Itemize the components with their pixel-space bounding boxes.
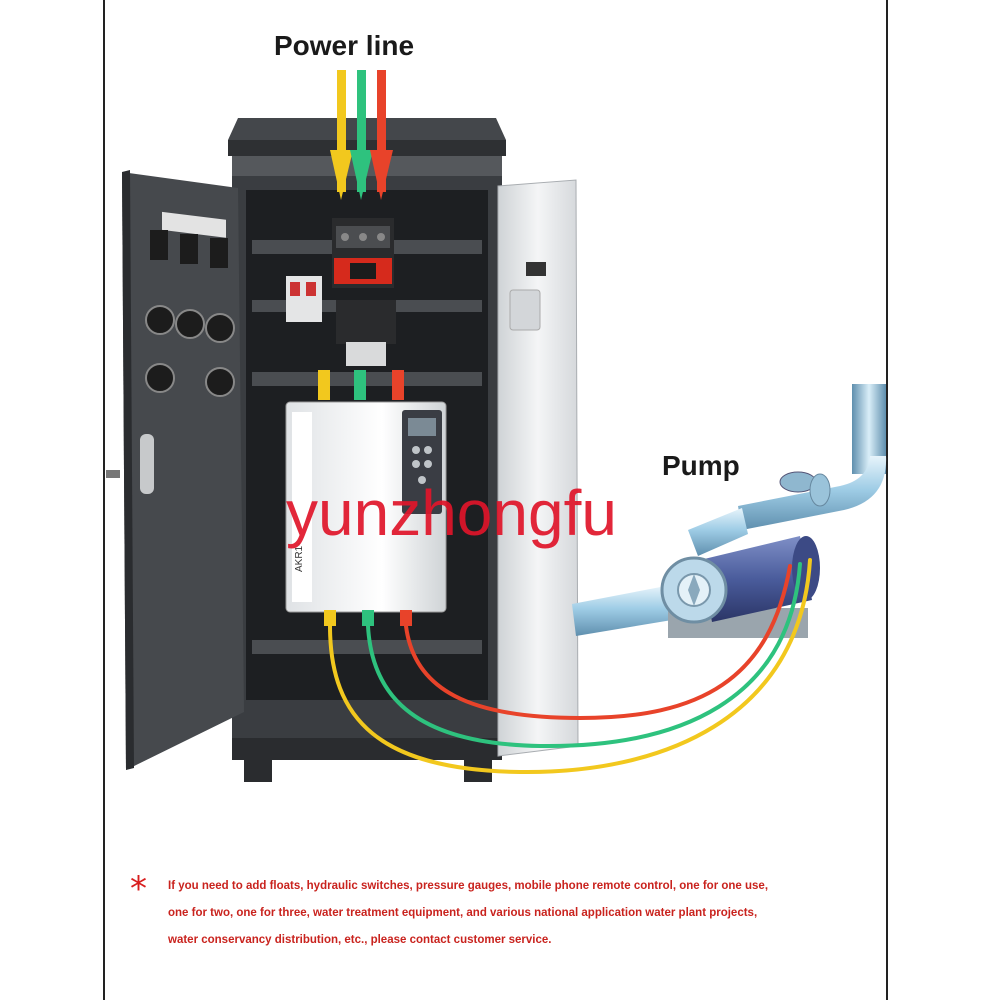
pump-piping xyxy=(572,384,887,636)
power-arrow-yellow xyxy=(337,70,346,192)
main-breaker xyxy=(332,218,394,288)
power-arrowhead-yellow xyxy=(330,150,353,200)
door-latch xyxy=(106,434,154,494)
output-terminals xyxy=(324,610,412,626)
door-meters xyxy=(145,230,235,397)
soft-starter-unit: AKR1- xyxy=(285,401,447,613)
watermark-text: yunzhongfu xyxy=(286,477,617,549)
note-line: water conservancy distribution, etc., pl… xyxy=(168,934,552,946)
output-wires xyxy=(328,558,812,775)
wire-red xyxy=(404,564,792,721)
wire-yellow xyxy=(328,558,812,775)
mounting-rails xyxy=(252,240,482,654)
pump-motor-assembly xyxy=(660,536,820,638)
power-arrow-green xyxy=(357,70,366,192)
left-door xyxy=(106,170,244,770)
power-line-arrows xyxy=(330,70,393,200)
power-line-label: Power line xyxy=(274,30,415,61)
pump-label: Pump xyxy=(662,450,740,481)
left-border-line xyxy=(103,0,105,1000)
terminal-lugs xyxy=(318,370,404,400)
panel-model-label: AKR1- xyxy=(294,543,305,572)
power-arrow-red xyxy=(377,70,386,192)
contactor xyxy=(286,276,396,366)
right-border-line xyxy=(886,0,888,1000)
note-line: If you need to add floats, hydraulic swi… xyxy=(168,880,769,892)
power-arrowhead-red xyxy=(370,150,393,200)
wire-green xyxy=(366,562,802,749)
note-star-icon: * xyxy=(130,869,147,909)
right-door xyxy=(497,179,579,757)
power-arrowhead-green xyxy=(350,150,373,200)
note-line: one for two, one for three, water treatm… xyxy=(168,907,758,919)
